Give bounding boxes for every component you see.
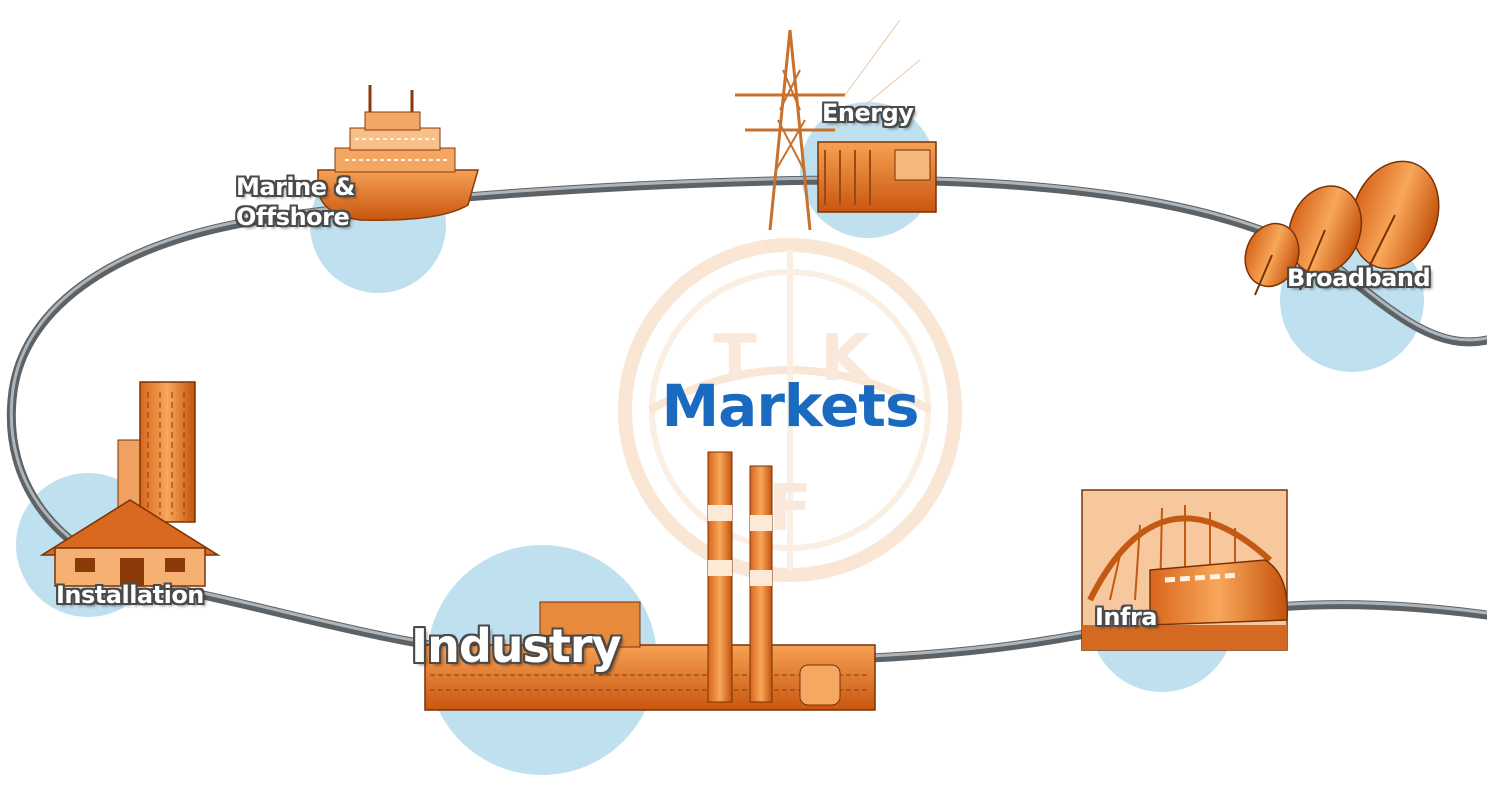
market-label-energy[interactable]: Energy: [822, 99, 914, 127]
broadband-dishes-illustration: [1244, 160, 1440, 296]
cable-loop: [6, 175, 1487, 666]
market-label-installation[interactable]: Installation: [56, 581, 204, 609]
market-label-marine-offshore[interactable]: Marine & Offshore: [236, 172, 355, 232]
marine-label-line1: Marine &: [236, 173, 355, 201]
infra-illustration: [1081, 489, 1289, 651]
logo-letter-k: K: [820, 322, 872, 396]
logo-letter-f: F: [768, 472, 812, 546]
installation-illustration: [39, 381, 221, 587]
marine-label-line2: Offshore: [236, 203, 350, 231]
ship-illustration: [317, 85, 479, 221]
diagram-title: Markets: [661, 372, 919, 440]
logo-letter-t: T: [713, 322, 757, 396]
market-label-infra[interactable]: Infra: [1095, 603, 1158, 631]
energy-illustration: [735, 19, 937, 231]
market-label-industry[interactable]: Industry: [411, 619, 622, 673]
industry-illustration: [424, 451, 876, 711]
tkf-logo-watermark: T K F: [618, 238, 962, 582]
market-label-broadband[interactable]: Broadband: [1287, 264, 1431, 292]
